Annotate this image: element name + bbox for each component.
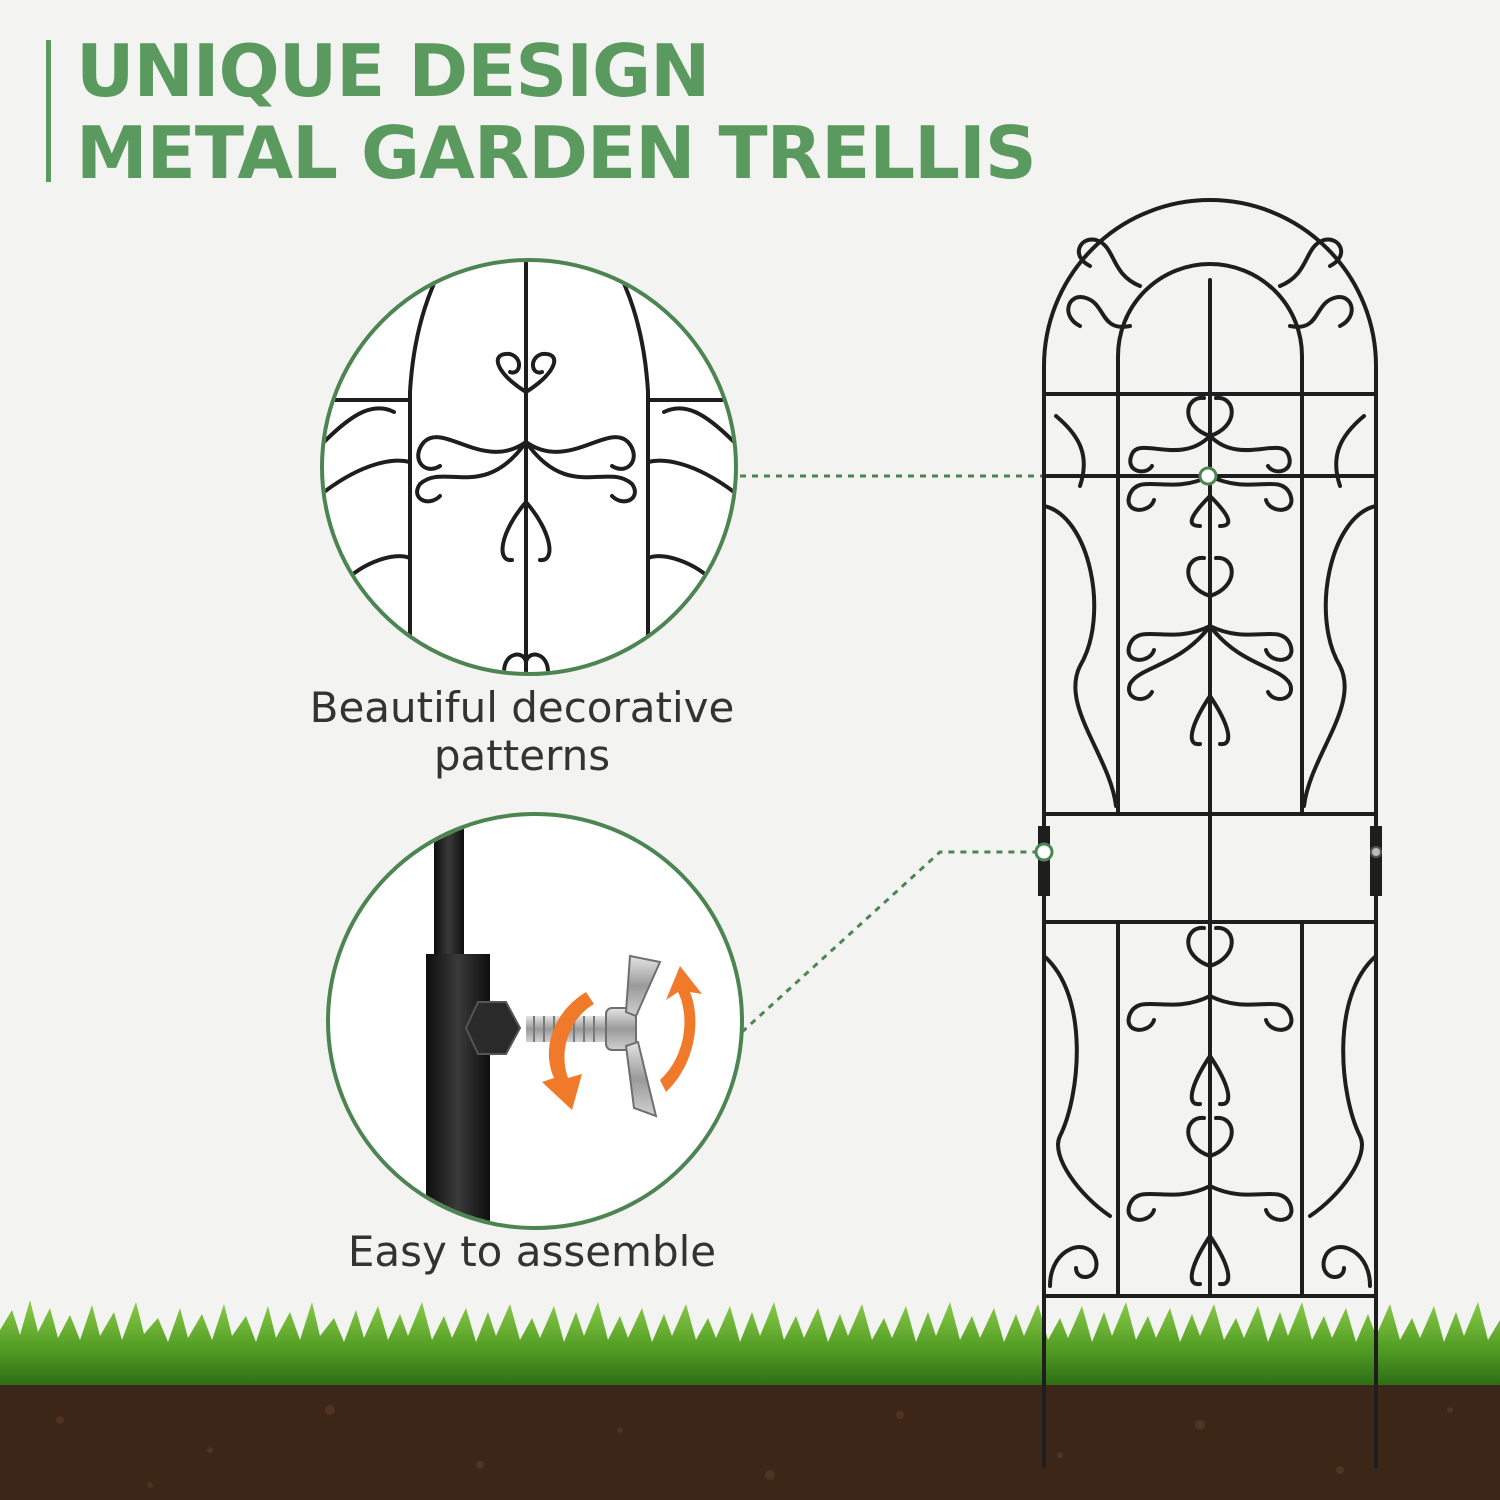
assembly-connector-line <box>740 850 1036 1034</box>
hex-nut <box>464 1001 522 1055</box>
headline: UNIQUE DESIGN METAL GARDEN TRELLIS <box>76 29 1037 195</box>
assembly-closeup-drawing <box>426 816 702 1226</box>
rotate-arrow-down-icon <box>542 992 594 1110</box>
assembly-closeup <box>326 812 744 1230</box>
pattern-caption-line-2: patterns <box>433 731 611 780</box>
rotate-arrow-up-icon <box>660 966 702 1092</box>
grass-soil-ground <box>0 1300 1500 1500</box>
upper-pole <box>434 816 464 966</box>
lower-sleeve <box>426 954 490 1226</box>
pattern-caption-line-1: Beautiful decorative <box>309 683 735 732</box>
headline-accent-bar <box>46 40 51 182</box>
headline-line-1: UNIQUE DESIGN <box>76 29 710 113</box>
trellis-illustration <box>1034 198 1382 1468</box>
pattern-callout-marker <box>1198 466 1218 486</box>
joint-callout-marker <box>1034 842 1054 862</box>
assembly-caption: Easy to assemble <box>292 1228 772 1276</box>
right-joint-bolt <box>1370 846 1382 858</box>
pattern-caption: Beautiful decorative patterns <box>282 684 762 780</box>
headline-line-2: METAL GARDEN TRELLIS <box>76 111 1037 195</box>
pattern-closeup-drawing <box>324 262 734 672</box>
assembly-caption-line-1: Easy to assemble <box>347 1227 717 1276</box>
decorative-pattern-closeup <box>320 258 738 676</box>
wing-nut-icon <box>605 954 662 1118</box>
